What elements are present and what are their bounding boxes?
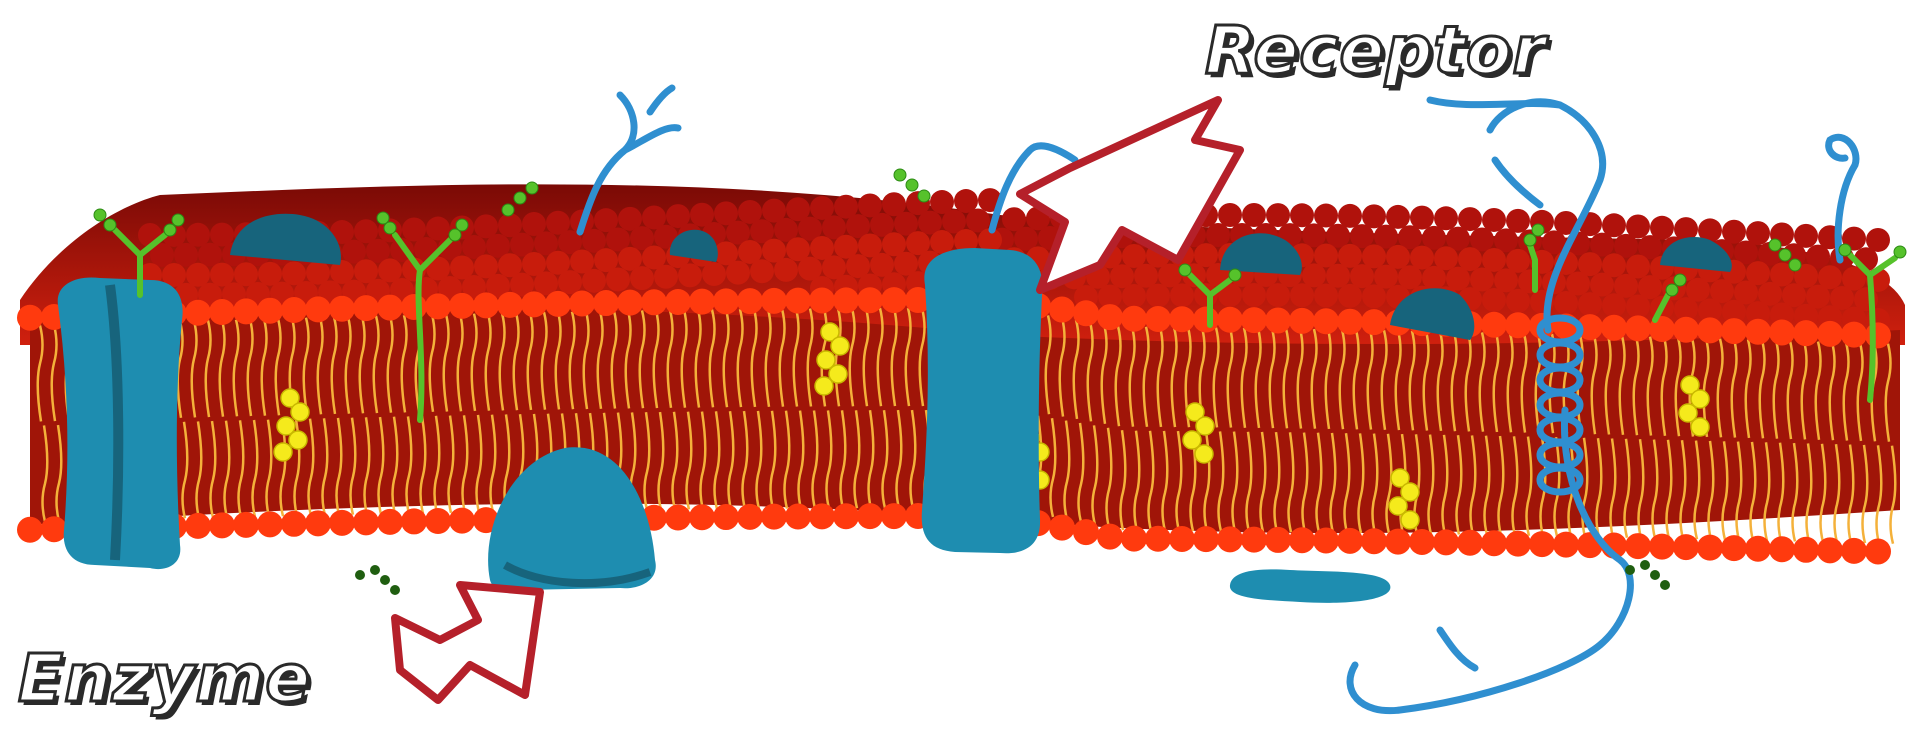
transmembrane-protein-center bbox=[922, 248, 1043, 553]
enzyme-label: Enzyme bbox=[18, 640, 311, 717]
receptor-label: Receptor bbox=[1205, 12, 1546, 89]
channel-protein-left bbox=[58, 277, 183, 569]
enzyme-arrow bbox=[395, 585, 540, 700]
